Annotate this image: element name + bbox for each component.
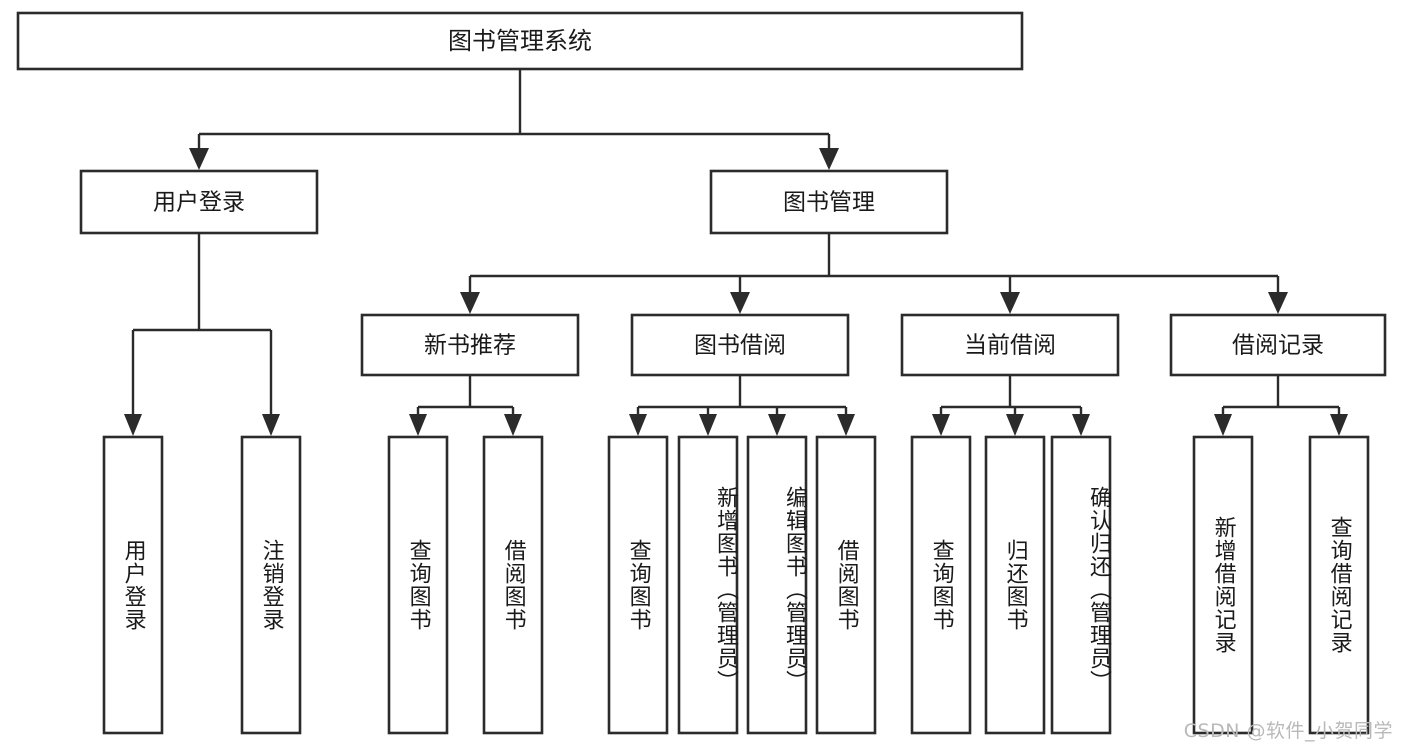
node-leaf-borrow-book-1-box[interactable] [482,435,544,735]
connector-group-borrow-record [1214,375,1348,436]
node-leaf-query-borrow-record-box[interactable] [1308,435,1370,735]
node-leaf-edit-book-admin-box[interactable] [746,435,808,735]
node-leaf-query-book-3-box[interactable] [910,435,972,735]
arrow-head-icon [730,292,750,314]
node-book-management[interactable]: 图书管理 [709,169,949,235]
node-leaf-add-book-admin-box[interactable] [677,435,739,735]
arrow-head-icon [1268,292,1288,314]
node-root-box[interactable] [16,11,1024,71]
arrow-head-icon [504,414,522,436]
node-leaf-return-book-box[interactable] [984,435,1046,735]
node-leaf-add-borrow-record-box[interactable] [1192,435,1254,735]
node-root[interactable]: 图书管理系统 [16,11,1024,71]
node-book-borrow-label: 图书借阅 [694,333,786,359]
node-new-book-recommend[interactable]: 新书推荐 [360,313,580,377]
connector-group-book-borrow [629,375,855,436]
node-leaf-query-book-1-box[interactable] [387,435,449,735]
node-current-borrow-label: 当前借阅 [964,333,1056,359]
node-new-book-recommend-box[interactable] [360,313,580,377]
arrow-head-icon [409,414,427,436]
node-user-login-box[interactable] [79,169,319,235]
node-leaf-query-book-2-box[interactable] [607,435,669,735]
connector-group-user-login [124,233,280,436]
node-leaf-logout-login-box[interactable] [240,435,302,735]
connector-group-root [189,69,839,170]
arrow-head-icon [819,148,839,170]
node-leaf-borrow-book-2-box[interactable] [815,435,877,735]
arrow-head-icon [1006,414,1024,436]
node-book-borrow[interactable]: 图书借阅 [630,313,850,377]
arrow-head-icon [699,414,717,436]
arrow-head-icon [1214,414,1232,436]
node-book-management-box[interactable] [709,169,949,235]
arrow-head-icon [932,414,950,436]
node-leaf-confirm-return-admin-box[interactable] [1050,435,1112,735]
arrow-head-icon [1072,414,1090,436]
arrow-head-icon [1000,292,1020,314]
arrow-head-icon [460,292,480,314]
node-new-book-recommend-label: 新书推荐 [424,333,516,359]
arrow-head-icon [837,414,855,436]
node-leaf-user-login-box[interactable] [102,435,164,735]
arrow-head-icon [262,414,280,436]
node-user-login[interactable]: 用户登录 [79,169,319,235]
connector-group-new-book-recommend [409,375,522,436]
connector-group-current-borrow [932,375,1090,436]
arrow-head-icon [124,414,142,436]
node-root-label: 图书管理系统 [448,27,592,55]
node-current-borrow[interactable]: 当前借阅 [900,313,1120,377]
arrow-head-icon [189,148,209,170]
arrow-head-icon [629,414,647,436]
node-borrow-record-label: 借阅记录 [1232,333,1324,359]
node-current-borrow-box[interactable] [900,313,1120,377]
arrow-head-icon [768,414,786,436]
connector-group-book-management [460,233,1288,314]
node-borrow-record[interactable]: 借阅记录 [1169,313,1387,377]
node-book-borrow-box[interactable] [630,313,850,377]
node-book-management-label: 图书管理 [783,190,875,216]
arrow-head-icon [1330,414,1348,436]
node-borrow-record-box[interactable] [1169,313,1387,377]
node-user-login-label: 用户登录 [153,190,245,216]
